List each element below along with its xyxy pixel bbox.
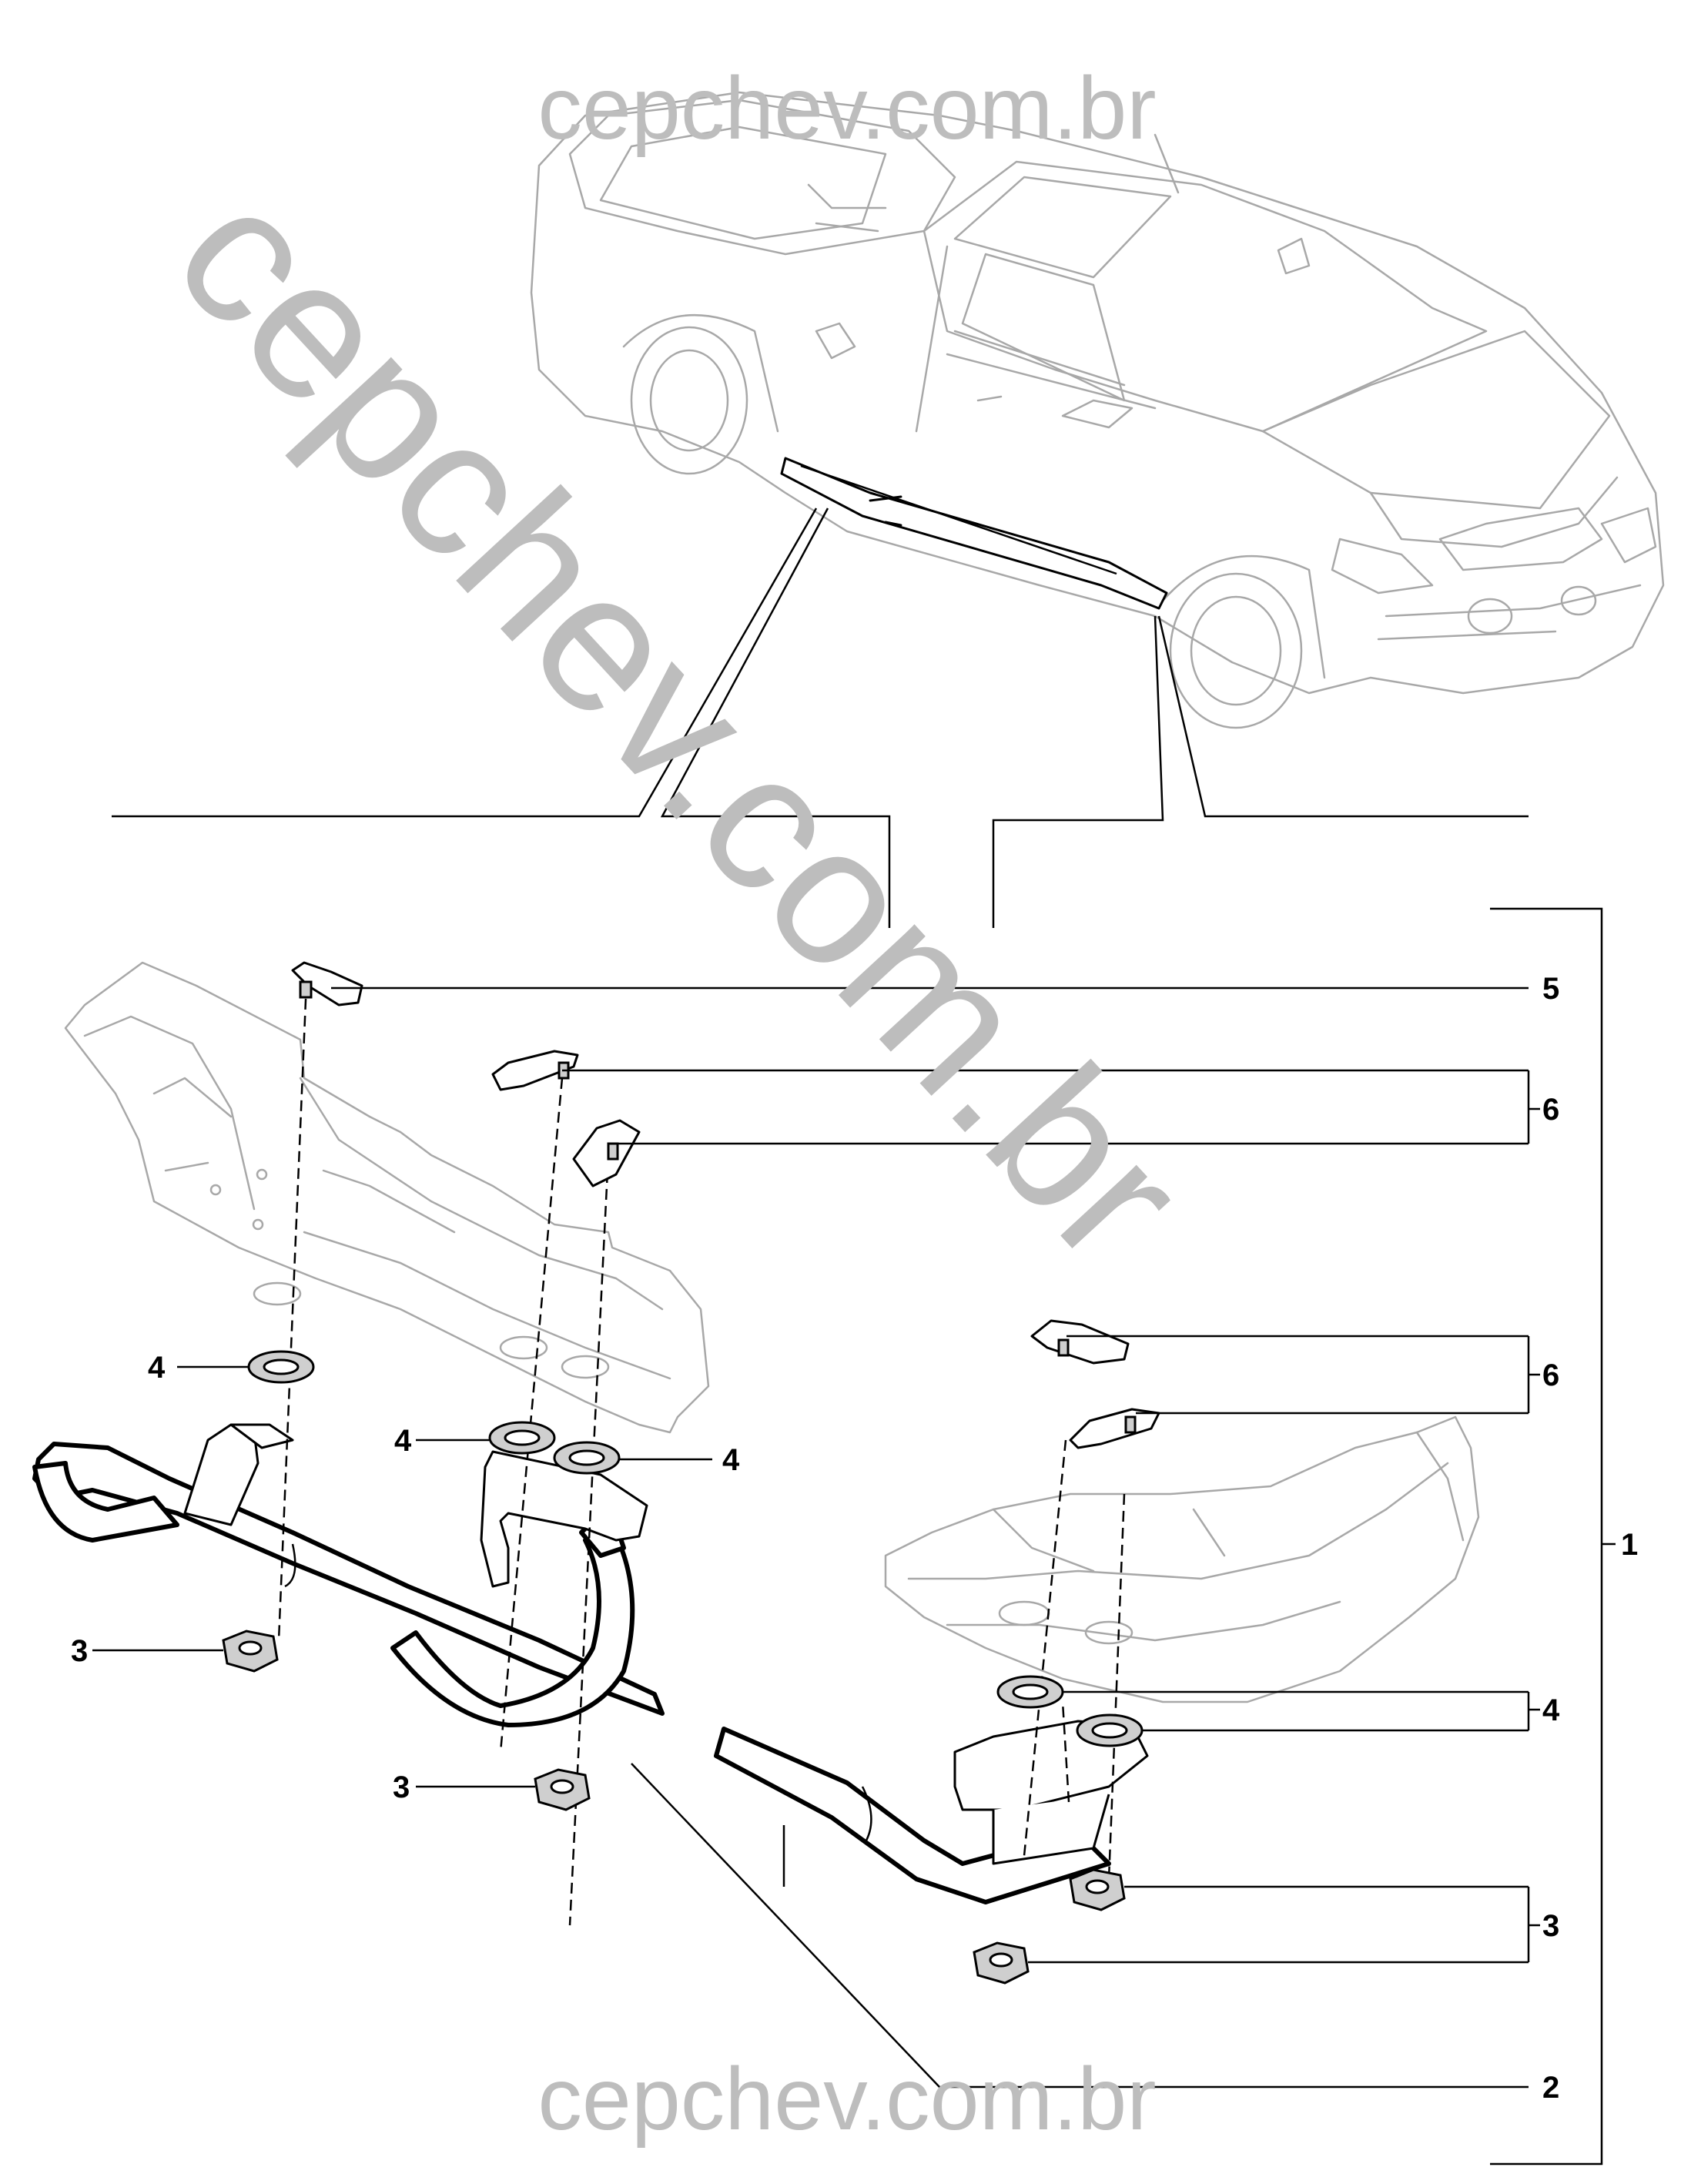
callout-5: 5	[1542, 972, 1559, 1006]
callout-1: 1	[1621, 1528, 1638, 1562]
callout-6-lower: 6	[1542, 1358, 1559, 1392]
section-leader-lines	[112, 507, 1529, 928]
pickup-truck-illustration	[530, 91, 1665, 729]
callout-3-left: 3	[71, 1634, 88, 1668]
part-4-washers	[247, 1350, 1144, 1747]
callout-6-upper: 6	[1542, 1093, 1559, 1127]
callout-leader-lines	[92, 907, 1616, 2166]
callout-2: 2	[1542, 2071, 1559, 2105]
callout-3-center: 3	[393, 1770, 410, 1804]
callout-4-right: 4	[1542, 1693, 1560, 1727]
part-5-clip	[291, 961, 363, 1007]
callout-4-center-left: 4	[394, 1424, 412, 1458]
alignment-dashed-lines	[277, 981, 1126, 1926]
watermark-diagonal: cepchev.com.br	[135, 146, 1226, 1302]
part-3-nuts	[222, 1630, 1126, 1985]
callout-4-left: 4	[148, 1351, 166, 1385]
mounting-brackets	[183, 1423, 1149, 1865]
callout-3-right: 3	[1542, 1909, 1559, 1943]
callout-labels: 5 6 6 4 4 4 4 3 3 3 2 1	[71, 972, 1638, 2105]
watermark-bottom: cepchev.com.br	[537, 2050, 1156, 2149]
left-floor-panel-illustration	[64, 961, 710, 1434]
part-6-clips-lower	[1030, 1319, 1160, 1449]
right-floor-panel-illustration	[884, 1415, 1480, 1703]
callout-4-center-right: 4	[722, 1443, 740, 1477]
watermark-top: cepchev.com.br	[537, 59, 1156, 158]
